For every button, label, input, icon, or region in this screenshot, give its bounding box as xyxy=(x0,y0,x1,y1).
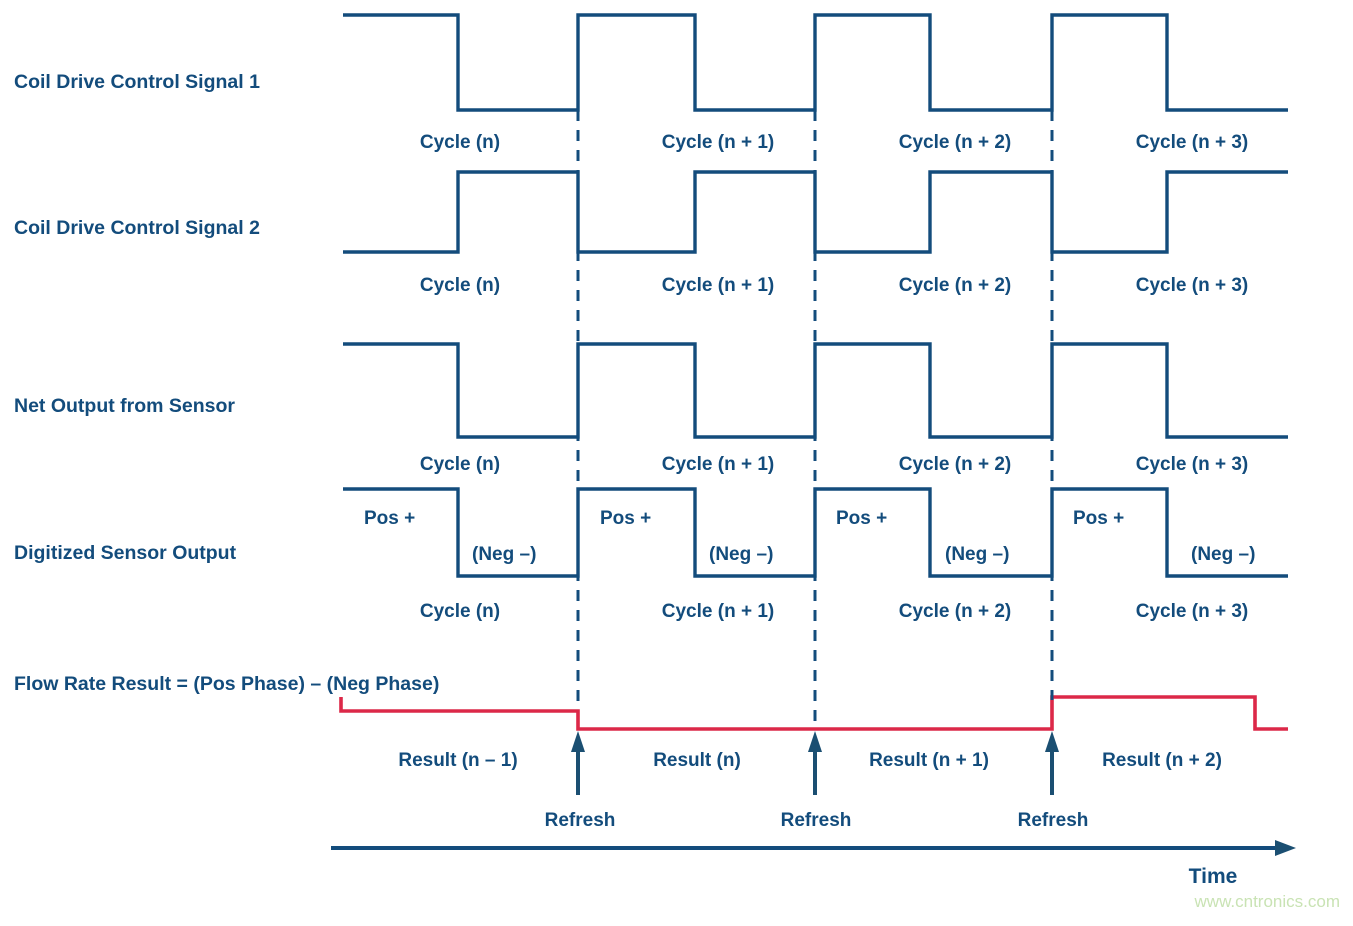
refresh-marker-1: Refresh xyxy=(545,731,616,831)
waveform-flow-rate-result xyxy=(339,695,1288,731)
refresh-label-1: Refresh xyxy=(545,810,616,831)
level-label-neg-1: (Neg –) xyxy=(472,544,536,565)
cycle-label-r3-c3: Cycle (n + 2) xyxy=(899,454,1011,475)
refresh-label-3: Refresh xyxy=(1018,810,1089,831)
cycle-label-r2-c2: Cycle (n + 1) xyxy=(662,275,774,296)
cycle-label-r3-c2: Cycle (n + 1) xyxy=(662,454,774,475)
cycle-label-r4-c2: Cycle (n + 1) xyxy=(662,601,774,622)
time-axis-label: Time xyxy=(1189,865,1238,888)
level-label-pos-2: Pos + xyxy=(600,508,651,529)
cycle-label-r4-c3: Cycle (n + 2) xyxy=(899,601,1011,622)
level-label-neg-3: (Neg –) xyxy=(945,544,1009,565)
cycle-label-r1-c4: Cycle (n + 3) xyxy=(1136,132,1248,153)
refresh-marker-2: Refresh xyxy=(781,731,852,831)
level-label-neg-2: (Neg –) xyxy=(709,544,773,565)
level-label-pos-3: Pos + xyxy=(836,508,887,529)
time-axis-arrow-icon xyxy=(1275,840,1296,856)
cycle-label-r2-c3: Cycle (n + 2) xyxy=(899,275,1011,296)
level-label-pos-1: Pos + xyxy=(364,508,415,529)
cycle-label-r3-c4: Cycle (n + 3) xyxy=(1136,454,1248,475)
cycle-label-r1-c3: Cycle (n + 2) xyxy=(899,132,1011,153)
cycle-label-r4-c1: Cycle (n) xyxy=(420,601,500,622)
row-label-coil-drive-control-signal-2: Coil Drive Control Signal 2 xyxy=(14,217,260,239)
refresh-marker-3: Refresh xyxy=(1018,731,1089,831)
result-label-2: Result (n) xyxy=(653,750,741,771)
waveform-coil-drive-control-signal-1 xyxy=(343,13,1288,112)
cycle-label-r1-c2: Cycle (n + 1) xyxy=(662,132,774,153)
watermark-text: www.cntronics.com xyxy=(1194,892,1340,911)
level-label-neg-4: (Neg –) xyxy=(1191,544,1255,565)
time-axis: Time xyxy=(331,840,1296,888)
row-label-flow-rate-result: Flow Rate Result = (Pos Phase) – (Neg Ph… xyxy=(14,673,439,695)
result-label-3: Result (n + 1) xyxy=(869,750,989,771)
row-label-coil-drive-control-signal-1: Coil Drive Control Signal 1 xyxy=(14,71,260,93)
cycle-label-r2-c1: Cycle (n) xyxy=(420,275,500,296)
cycle-label-r4-c4: Cycle (n + 3) xyxy=(1136,601,1248,622)
result-label-4: Result (n + 2) xyxy=(1102,750,1222,771)
level-label-pos-4: Pos + xyxy=(1073,508,1124,529)
row-label-digitized-sensor-output: Digitized Sensor Output xyxy=(14,542,237,564)
cycle-label-r2-c4: Cycle (n + 3) xyxy=(1136,275,1248,296)
row-label-net-output-from-sensor: Net Output from Sensor xyxy=(14,395,235,417)
refresh-label-2: Refresh xyxy=(781,810,852,831)
cycle-label-r3-c1: Cycle (n) xyxy=(420,454,500,475)
cycle-label-r1-c1: Cycle (n) xyxy=(420,132,500,153)
result-label-1: Result (n – 1) xyxy=(398,750,517,771)
